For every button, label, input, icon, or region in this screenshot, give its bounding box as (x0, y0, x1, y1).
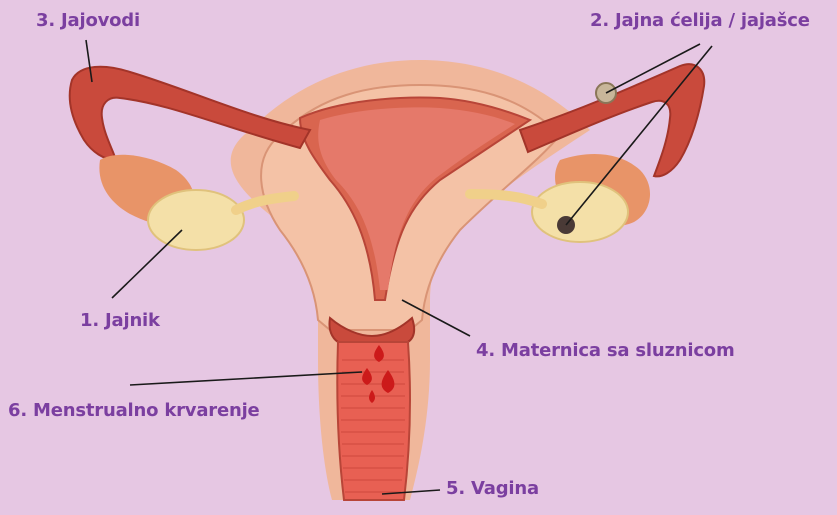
label-egg-cell: 2. Jajna ćelija / jajašce (590, 10, 810, 31)
label-fallopian-tubes: 3. Jajovodi (36, 10, 140, 31)
vagina (337, 342, 410, 500)
label-uterus: 4. Maternica sa sluznicom (476, 340, 735, 361)
label-ovary: 1. Jajnik (80, 310, 160, 331)
label-menstrual-bleeding: 6. Menstrualno krvarenje (8, 400, 260, 421)
right-ovary (532, 182, 628, 242)
leader-line-ovary (112, 230, 182, 298)
label-vagina: 5. Vagina (446, 478, 539, 499)
left-ovary (148, 190, 244, 250)
